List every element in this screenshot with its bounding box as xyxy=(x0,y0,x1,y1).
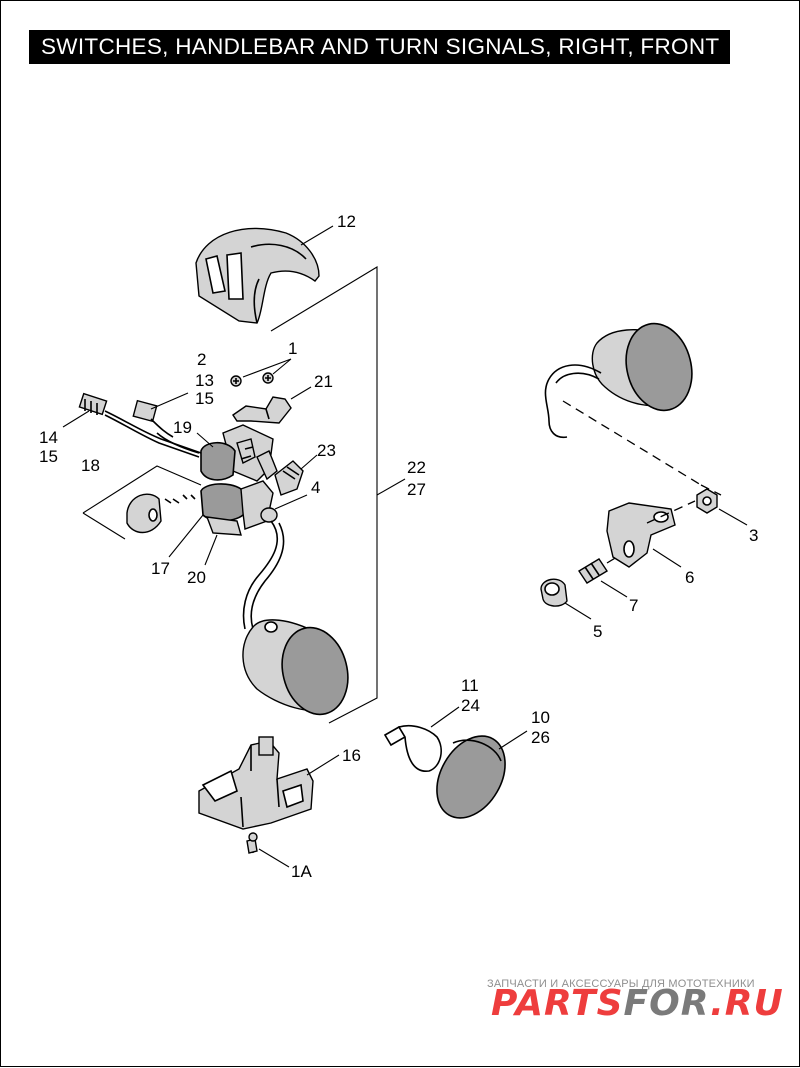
callout-16: 16 xyxy=(342,746,361,765)
leader-1A xyxy=(258,848,290,868)
leader-1 xyxy=(242,358,292,378)
leader-3 xyxy=(718,508,748,526)
callout-15-upper: 15 xyxy=(195,389,214,408)
callout-10: 10 xyxy=(531,708,550,727)
watermark-brand-for: FOR xyxy=(624,983,711,1024)
leader-2-13-15 xyxy=(150,392,189,410)
part-4-grommet xyxy=(242,507,285,630)
leader-17 xyxy=(168,514,204,558)
callout-4: 4 xyxy=(311,478,320,497)
callout-2: 2 xyxy=(197,350,206,369)
part-10-lens xyxy=(436,735,506,819)
watermark-subtitle: ЗАПЧАСТИ И АКСЕССУАРЫ ДЛЯ МОТОТЕХНИКИ xyxy=(487,978,755,990)
part-wiring-harness xyxy=(78,392,202,458)
part-18-switch-cap xyxy=(126,493,196,534)
callout-19: 19 xyxy=(173,418,192,437)
callout-24: 24 xyxy=(461,696,480,715)
leader-11-24 xyxy=(430,706,460,728)
leader-12 xyxy=(300,225,334,246)
part-11-bulb xyxy=(383,724,442,772)
dash-lamp-mount-2 xyxy=(700,484,722,496)
callout-20: 20 xyxy=(187,568,206,587)
callout-1A: 1A xyxy=(291,862,312,881)
leader-20 xyxy=(204,534,218,566)
leader-21 xyxy=(290,386,312,400)
part-1A-screw xyxy=(246,832,258,854)
leader-22 xyxy=(376,478,406,496)
leader-4 xyxy=(274,494,308,510)
bracket-22-27 xyxy=(270,266,378,724)
part-16-lower-housing xyxy=(198,736,314,830)
part-12-switch-cover xyxy=(195,227,320,324)
part-17-switch-block xyxy=(200,480,274,536)
leader-6 xyxy=(652,548,682,568)
callout-23: 23 xyxy=(317,441,336,460)
part-23-connector xyxy=(274,460,304,496)
dash-lamp-mount xyxy=(562,400,702,486)
part-3-nut xyxy=(696,488,718,514)
callout-11: 11 xyxy=(461,676,479,695)
part-19-switch-assembly xyxy=(200,424,278,482)
callout-26: 26 xyxy=(531,728,550,747)
watermark-logo: ЗАПЧАСТИ И АКСЕССУАРЫ ДЛЯ МОТОТЕХНИКИ PA… xyxy=(487,978,784,1024)
leader-5 xyxy=(564,602,592,620)
callout-1: 1 xyxy=(288,339,297,358)
part-1-screws xyxy=(230,372,274,387)
callout-21: 21 xyxy=(314,372,333,391)
watermark-brand-ru: .RU xyxy=(710,983,784,1024)
part-turn-signal-lamp-right xyxy=(544,322,693,439)
part-turn-signal-lamp-front xyxy=(242,619,349,716)
part-7-set-screw xyxy=(578,556,618,584)
callout-7: 7 xyxy=(629,596,638,615)
leader-19 xyxy=(196,432,214,448)
page-title: SWITCHES, HANDLEBAR AND TURN SIGNALS, RI… xyxy=(29,30,730,64)
part-21-clamp-plate xyxy=(232,396,292,424)
part-6-mounting-bracket xyxy=(606,500,696,568)
callout-17: 17 xyxy=(151,559,170,578)
watermark-brand: PARTSFOR.RU xyxy=(491,983,784,1024)
bracket-18 xyxy=(82,465,202,540)
callout-5: 5 xyxy=(593,622,602,641)
callout-14: 14 xyxy=(39,428,58,447)
callout-18: 18 xyxy=(81,456,100,475)
leader-23 xyxy=(300,454,318,470)
leader-16 xyxy=(306,754,340,776)
callout-15-lower: 15 xyxy=(39,447,58,466)
part-5-grommet xyxy=(540,578,568,607)
callout-3: 3 xyxy=(749,526,758,545)
callout-13: 13 xyxy=(195,371,214,390)
callout-22: 22 xyxy=(407,458,426,477)
leader-10-26 xyxy=(498,730,528,750)
leader-14-15 xyxy=(62,410,90,428)
callout-27: 27 xyxy=(407,480,426,499)
callout-6: 6 xyxy=(685,568,694,587)
callout-12: 12 xyxy=(337,212,356,231)
leader-7 xyxy=(600,580,628,598)
watermark-brand-parts: PARTS xyxy=(491,983,624,1024)
